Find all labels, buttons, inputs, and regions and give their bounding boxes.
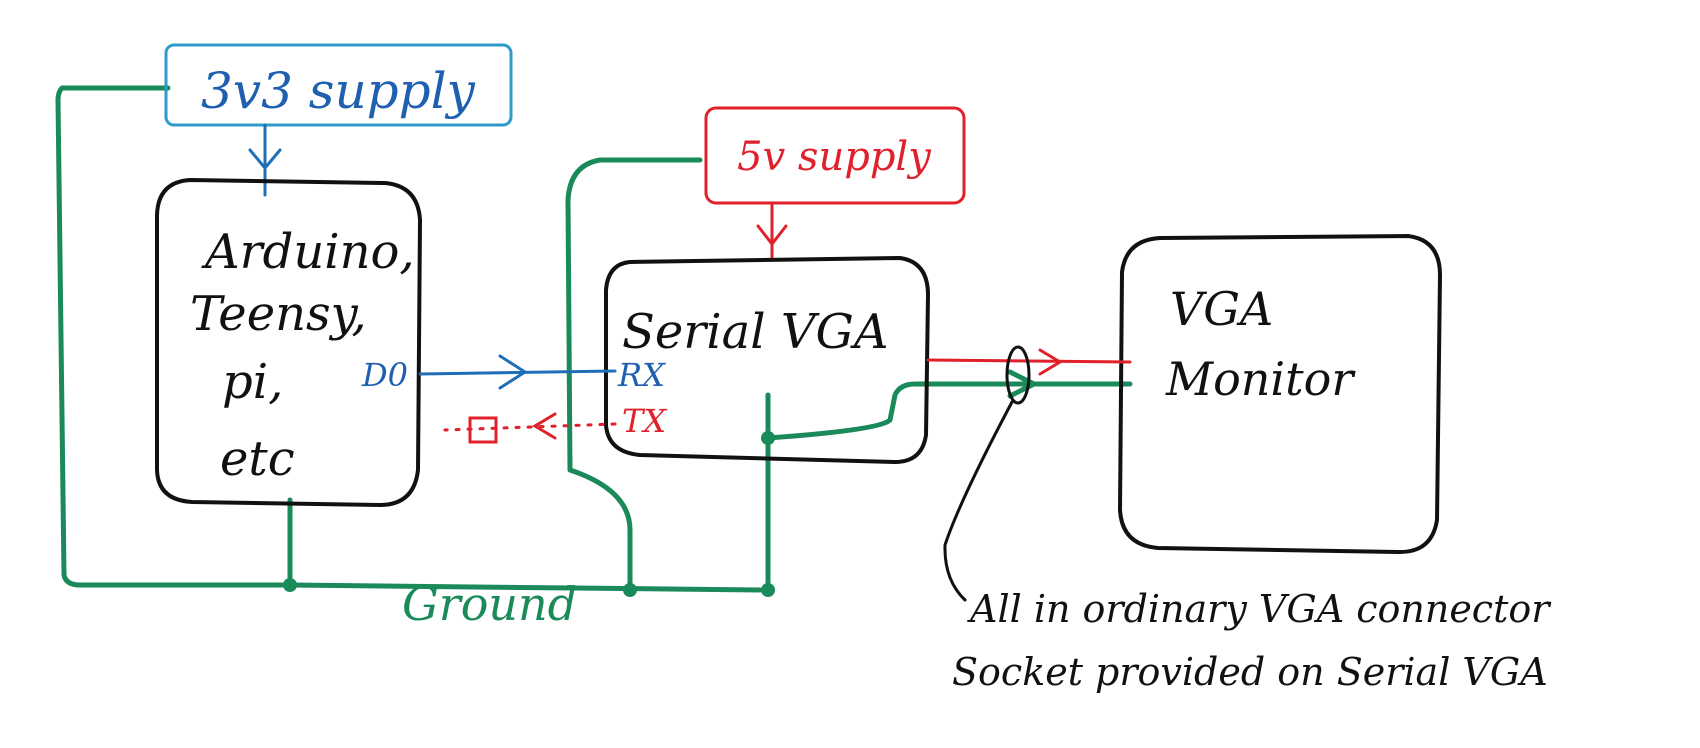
vga-monitor: VGA Monitor [1118,234,1442,554]
vga-monitor-line-2: Monitor [1165,352,1356,406]
controller-line-3: pi, [222,354,283,410]
ground-junction-5v [623,583,637,597]
supply-5v-box [704,106,966,205]
supply-5v-label: 5v supply [737,134,932,180]
connector-note-line-1: All in ordinary VGA connector [967,587,1552,631]
supply-5v: 5v supply [704,106,966,260]
controller: Arduino, Teensy, pi, etc [155,178,422,507]
tx-arrow-head [532,412,557,440]
ground-wiring [55,85,1133,597]
vga-connector-ring [1005,345,1031,405]
vga-note-leader [943,400,1014,602]
supply-3v3: 3v3 supply [164,43,513,197]
serial-vga: Serial VGA [604,256,930,464]
vga-monitor-box [1118,234,1442,554]
connector-note-line-2: Socket provided on Serial VGA [952,650,1548,694]
serial-signals: D0 RX TX [361,354,667,444]
ground-wire-left [55,85,763,593]
serial-vga-box [604,256,930,464]
d0-arrow-head [498,354,528,390]
pin-rx-label: RX [617,356,666,394]
supply-3v3-arrow [248,148,282,171]
ground-arrow-head [1007,369,1037,399]
ground-wire-5v [565,157,703,593]
tx-dotted-wire [443,422,617,432]
ground-wire-to-monitor [765,381,1133,441]
ground-junction-right [761,583,775,597]
controller-line-2: Teensy, [190,286,367,342]
controller-line-4: etc [220,431,295,487]
vga-monitor-line-1: VGA [1170,282,1273,336]
ground-junction-controller [283,578,297,592]
serial-vga-label: Serial VGA [622,304,888,360]
vga-signal-arrow [1038,348,1063,376]
ground-label: Ground [402,577,577,631]
controller-line-1: Arduino, [201,224,415,280]
pin-tx-label: TX [622,402,667,440]
ground-junction-serial-vga [761,431,775,445]
pin-d0-label: D0 [361,356,408,394]
supply-3v3-box [164,43,513,127]
vga-connector [926,345,1132,602]
d0-to-rx-wire [418,369,617,376]
supply-3v3-label: 3v3 supply [201,62,476,120]
supply-5v-arrow [756,224,788,247]
controller-box [155,178,422,507]
tx-unconnected-terminal [468,416,498,444]
